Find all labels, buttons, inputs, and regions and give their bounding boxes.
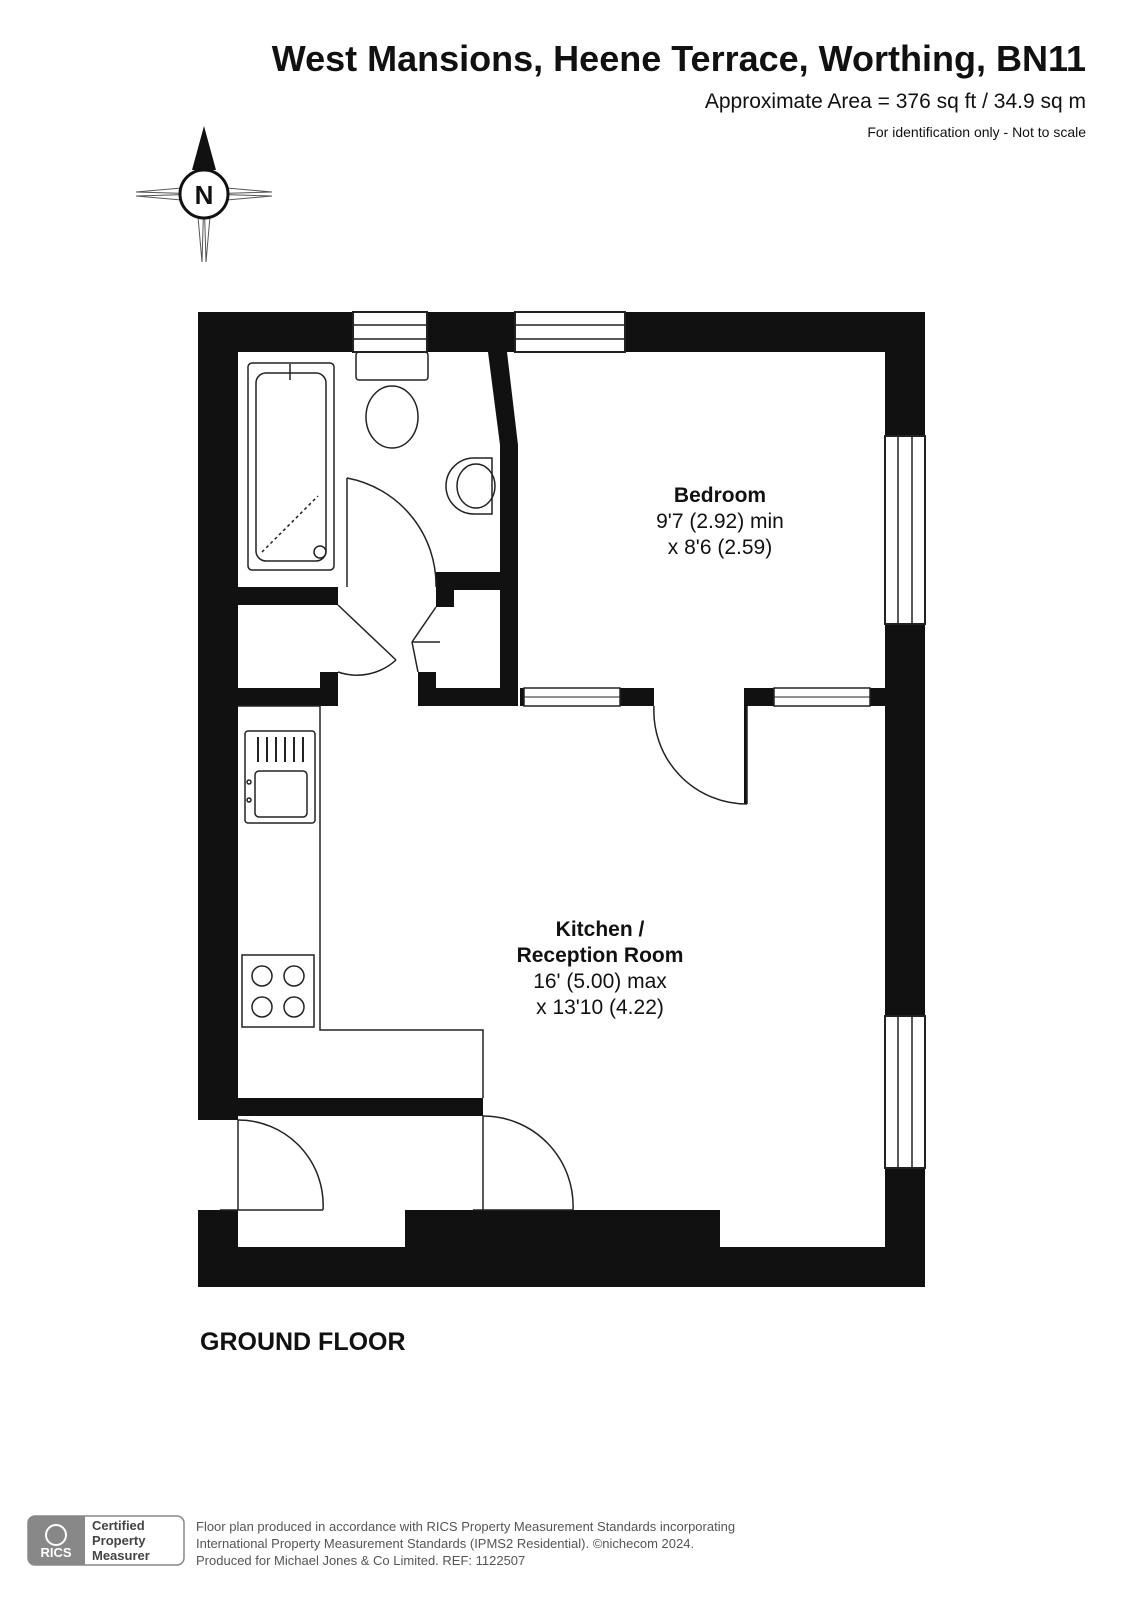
right-windows [884,435,926,1169]
bedroom-dim1: 9'7 (2.92) min [656,510,784,533]
kitchen-dim1: 16' (5.00) max [533,970,667,993]
page-title: West Mansions, Heene Terrace, Worthing, … [271,38,1086,79]
kitchen-dim2: x 13'10 (4.22) [536,996,664,1019]
outer-walls [198,312,925,1287]
top-windows [352,311,626,353]
bedroom-dim2: x 8'6 (2.59) [667,536,773,559]
compass-north-label: N [195,180,214,210]
basin [445,457,496,515]
bedroom-label: Bedroom 9'7 (2.92) min x 8'6 (2.59) [600,483,840,561]
footer-line2: International Property Measurement Stand… [196,1536,695,1551]
kitchen-worktop [238,705,484,1098]
wc [355,351,429,449]
kitchen-name-line2: Reception Room [516,944,684,967]
bath [247,362,335,571]
kitchen-reception-label: Kitchen / Reception Room 16' (5.00) max … [470,917,730,1021]
internal-windows [523,687,871,707]
footer-text: Floor plan produced in accordance with R… [196,1518,735,1569]
bedroom-name: Bedroom [673,484,767,507]
badge-line1: Certified [92,1518,145,1533]
door-swings [220,477,748,1211]
rics-certified-badge: RICS [27,1515,185,1566]
badge-line3: Measurer [92,1548,150,1563]
badge-line2: Property [92,1533,146,1548]
rics-logo-text: RICS [40,1545,71,1560]
rics-badge-text: Certified Property Measurer [92,1518,150,1563]
footer-line3: Produced for Michael Jones & Co Limited.… [196,1553,526,1568]
floor-label: GROUND FLOOR [200,1328,406,1356]
disclaimer-text: For identification only - Not to scale [867,124,1086,140]
footer-line1: Floor plan produced in accordance with R… [196,1519,736,1534]
area-text: Approximate Area = 376 sq ft / 34.9 sq m [704,90,1086,113]
compass-icon: N [136,126,272,262]
kitchen-name-line1: Kitchen / [555,918,645,941]
